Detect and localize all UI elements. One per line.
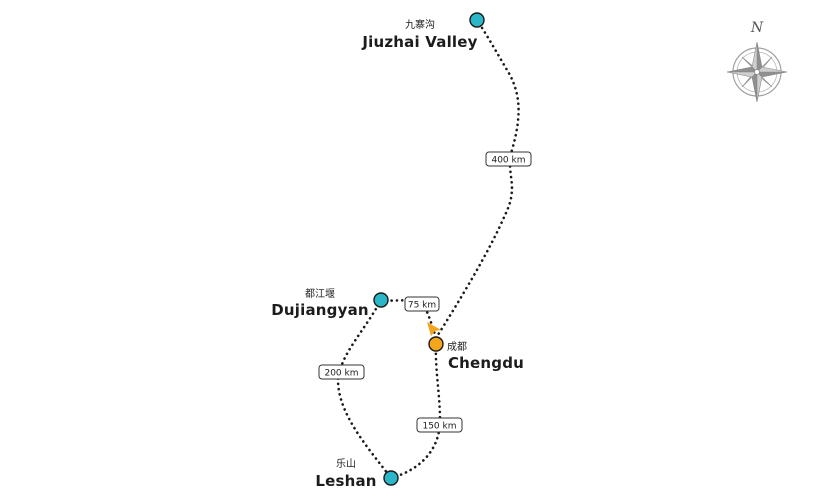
marker-dujiangyan[interactable] bbox=[373, 292, 389, 308]
direction-arrow-icon bbox=[427, 322, 441, 336]
marker-leshan[interactable] bbox=[383, 470, 399, 486]
label-en-chengdu: Chengdu bbox=[448, 354, 524, 372]
distance-label-chengdu-dujiangyan: 75 km bbox=[404, 296, 440, 312]
label-en-dujiangyan: Dujiangyan bbox=[271, 301, 369, 319]
compass-rose-icon: N bbox=[726, 20, 788, 103]
route-leshan-chengdu bbox=[389, 342, 442, 480]
distance-label-dujiangyan-leshan: 200 km bbox=[318, 364, 365, 380]
svg-text:200 km: 200 km bbox=[324, 369, 358, 379]
route-chengdu-jiuzhai bbox=[434, 18, 520, 340]
label-zh-jiuzhai: 九寨沟 bbox=[405, 18, 435, 31]
label-zh-leshan: 乐山 bbox=[336, 458, 356, 470]
marker-chengdu[interactable] bbox=[428, 336, 444, 352]
label-zh-chengdu: 成都 bbox=[447, 341, 467, 353]
svg-text:150 km: 150 km bbox=[422, 422, 456, 432]
svg-text:400 km: 400 km bbox=[491, 156, 525, 166]
svg-text:75 km: 75 km bbox=[408, 301, 436, 311]
marker-jiuzhai[interactable] bbox=[469, 12, 485, 28]
distance-label-chengdu-jiuzhai: 400 km bbox=[485, 151, 532, 167]
distance-label-leshan-chengdu: 150 km bbox=[416, 417, 463, 433]
label-zh-dujiangyan: 都江堰 bbox=[305, 288, 335, 300]
label-en-jiuzhai: Jiuzhai Valley bbox=[361, 33, 477, 51]
compass-north-label: N bbox=[750, 20, 764, 36]
route-dujiangyan-leshan bbox=[336, 298, 393, 480]
label-en-leshan: Leshan bbox=[315, 472, 376, 490]
